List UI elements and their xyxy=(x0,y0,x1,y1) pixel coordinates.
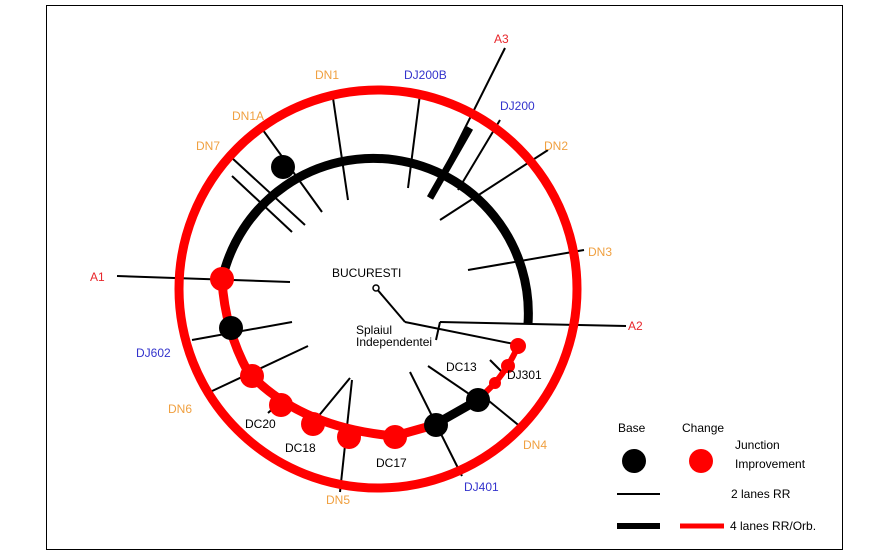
inner-ring-change-arc xyxy=(217,279,436,441)
road-label-dn1: DN1 xyxy=(315,68,339,82)
road-splaiul xyxy=(375,287,406,323)
road-label-dc20: DC20 xyxy=(245,417,276,431)
junction-a2-change xyxy=(510,338,526,354)
junction-dn5-change xyxy=(337,425,361,449)
road-dn7 xyxy=(231,157,306,226)
road-label-dc18: DC18 xyxy=(285,441,316,455)
junctions-base xyxy=(219,155,490,437)
junction-a1-change xyxy=(210,267,234,291)
junction-dn1a-base xyxy=(271,155,295,179)
road-dn1 xyxy=(332,97,349,201)
road-label-dj200b: DJ200B xyxy=(404,68,447,82)
inner-ring-base-arc xyxy=(217,153,533,325)
road-label-dn7: DN7 xyxy=(196,139,220,153)
junction-dc20-change xyxy=(269,393,293,417)
junction-dj301b-change xyxy=(489,377,501,389)
road-label-dn4: DN4 xyxy=(523,438,547,452)
road-label-dj401: DJ401 xyxy=(464,480,499,494)
road-label-dc17: DC17 xyxy=(376,456,407,470)
legend-junction-label-1: Junction xyxy=(735,438,780,452)
legend-four-lanes-label: 4 lanes RR/Orb. xyxy=(730,519,816,533)
city-center-marker xyxy=(372,284,380,292)
inner-street-label-2: Independentei xyxy=(356,335,432,349)
road-label-dn2: DN2 xyxy=(544,139,568,153)
junction-dc17-change xyxy=(383,425,407,449)
inner-street-label-1: Splaiul xyxy=(356,323,392,337)
a3-base-segment xyxy=(426,126,474,200)
road-inner-e xyxy=(489,359,503,373)
road-dn3 xyxy=(467,249,585,271)
road-label-dj301: DJ301 xyxy=(507,368,542,382)
outer-ring-road xyxy=(174,85,582,493)
road-a2 xyxy=(439,321,627,327)
road-label-dc13: DC13 xyxy=(446,360,477,374)
junction-dc13-base xyxy=(466,388,490,412)
legend: Base Change Junction Improvement 2 lanes… xyxy=(617,421,816,533)
junction-dc18-change xyxy=(301,412,325,436)
city-center-label: BUCURESTI xyxy=(332,266,401,280)
legend-change-header: Change xyxy=(682,421,724,435)
junctions-change xyxy=(210,267,526,449)
legend-junction-label-2: Improvement xyxy=(735,457,806,471)
road-label-a2: A2 xyxy=(628,319,643,333)
legend-change-junction xyxy=(689,449,713,473)
road-label-dn1a: DN1A xyxy=(232,109,264,123)
road-label-dj200: DJ200 xyxy=(500,99,535,113)
road-label-dn3: DN3 xyxy=(588,245,612,259)
junction-dj301-change xyxy=(501,359,515,373)
road-label-dn5: DN5 xyxy=(326,493,350,507)
road-a1 xyxy=(116,275,291,283)
road-a2-link xyxy=(435,321,441,341)
legend-two-lanes-label: 2 lanes RR xyxy=(731,487,791,501)
road-label-dj602: DJ602 xyxy=(136,346,171,360)
junction-dn6-change xyxy=(240,364,264,388)
road-label-a1: A1 xyxy=(90,270,105,284)
road-splaiul-2 xyxy=(404,321,515,345)
junction-dj401-base xyxy=(424,413,448,437)
road-label-dn6: DN6 xyxy=(168,402,192,416)
road-label-a3: A3 xyxy=(494,32,509,46)
junction-dj602-base xyxy=(219,316,243,340)
legend-base-header: Base xyxy=(618,421,646,435)
legend-base-junction xyxy=(622,449,646,473)
road-dj200b xyxy=(407,93,421,189)
